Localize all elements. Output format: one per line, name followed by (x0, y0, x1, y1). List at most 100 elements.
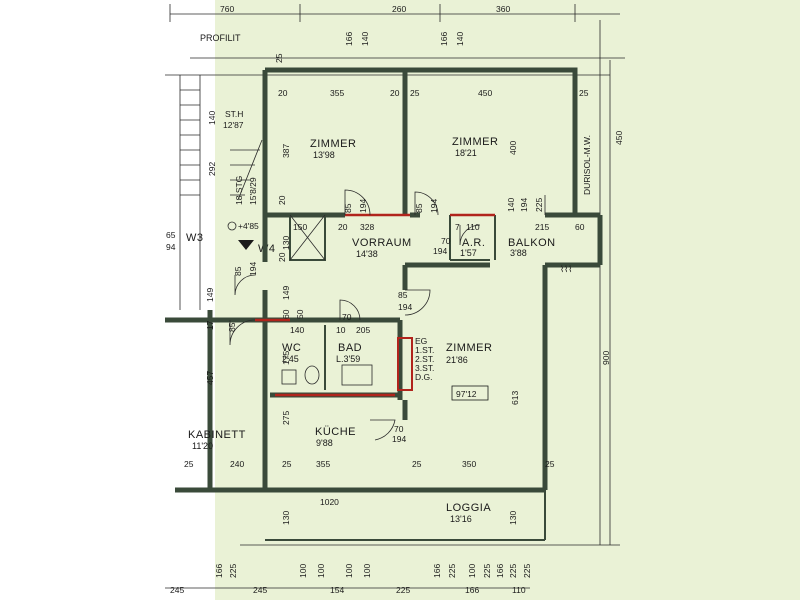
dim-130: 130 (281, 236, 291, 250)
dim-387: 387 (281, 144, 291, 158)
dim-328: 328 (360, 222, 374, 232)
top-dim-260: 260 (392, 4, 406, 14)
total-area-box (451, 385, 489, 401)
dim-140-stair: 140 (207, 111, 217, 125)
dim-110: 110 (466, 222, 480, 232)
room-zimmer-2-label: ZIMMER (452, 136, 498, 148)
dim-355a: 355 (330, 88, 344, 98)
bottom-v-100d: 100 (362, 564, 372, 578)
room-ar-area: 1'57 (460, 248, 477, 258)
dim-25g: 25 (545, 459, 555, 469)
dim-60v: 60 (281, 309, 291, 319)
stair-steps: 18 STG (234, 176, 244, 205)
dim-60: 60 (575, 222, 585, 232)
shaft (289, 214, 326, 261)
room-wc-label: WC (282, 342, 301, 354)
chimney-block (397, 337, 413, 391)
dim-400: 400 (508, 141, 518, 155)
top-dim-360: 360 (496, 4, 510, 14)
durisol-label: DURISOL-M.W. (582, 135, 592, 195)
room-ar-label: A.R. (462, 237, 485, 249)
dim-20e: 20 (277, 252, 287, 262)
room-balkon-label: BALKON (508, 237, 556, 249)
toilet-icon (304, 365, 320, 385)
dim-85a: 85 (343, 203, 353, 213)
dim-1020: 1020 (320, 497, 339, 507)
dim-194b: 194 (429, 199, 439, 213)
sink-icon (281, 369, 297, 385)
bottom-dim-245b: 245 (253, 585, 267, 595)
dim-205: 205 (356, 325, 370, 335)
shaft-cross (289, 214, 326, 261)
level-mark: +4'85 (238, 221, 259, 231)
dim-17: 17 (205, 320, 215, 330)
bottom-v-225: 225 (228, 564, 238, 578)
dim-25b: 25 (410, 88, 420, 98)
room-zimmer-3-area: 21'86 (446, 355, 468, 365)
dim-85c: 85 (233, 266, 243, 276)
level-symbol-icon (227, 221, 237, 231)
bottom-v-166c: 166 (495, 564, 505, 578)
dim-225: 225 (534, 198, 544, 212)
dim-20c: 20 (338, 222, 348, 232)
dim-613: 613 (510, 391, 520, 405)
dim-25e: 25 (282, 459, 292, 469)
triangle-marker-icon (238, 240, 254, 250)
balcony-railing: ⌇⌇⌇ (560, 264, 572, 274)
dim-130b: 130 (508, 511, 518, 525)
room-wc-area: 2'45 (282, 354, 299, 364)
room-bad-area: L.3'59 (336, 354, 360, 364)
room-kabinett-area: 11'20 (192, 441, 213, 451)
bottom-v-100a: 100 (298, 564, 308, 578)
bottom-dim-225: 225 (396, 585, 410, 595)
room-zimmer-1-label: ZIMMER (310, 138, 356, 150)
room-loggia-area: 13'16 (450, 514, 472, 524)
room-bad-label: BAD (338, 342, 362, 354)
dim-50: 50 (295, 309, 305, 319)
sth-label: ST.H (225, 109, 243, 119)
bottom-dim-110: 110 (512, 585, 526, 595)
dim-194c: 194 (433, 246, 447, 256)
bottom-v-225e: 225 (522, 564, 532, 578)
floor-dg: D.G. (415, 372, 432, 382)
dim-140b: 140 (290, 325, 304, 335)
dim-215: 215 (535, 222, 549, 232)
dim-457: 457 (205, 371, 215, 385)
left-mark-94: 94 (166, 242, 176, 252)
dim-194g: 194 (392, 434, 406, 444)
dim-10: 10 (336, 325, 346, 335)
dim-20b: 20 (390, 88, 400, 98)
paper-right (215, 0, 800, 600)
floor-eg: EG (415, 336, 427, 346)
dim-150: 150 (293, 222, 307, 232)
dim-85d: 85 (398, 290, 408, 300)
bottom-v-100c: 100 (344, 564, 354, 578)
top-small-140b: 140 (455, 32, 465, 46)
dim-25a: 25 (274, 53, 284, 63)
dim-20a: 20 (278, 88, 288, 98)
dim-194d: 194 (519, 198, 529, 212)
room-loggia-label: LOGGIA (446, 502, 491, 514)
dim-25c: 25 (579, 88, 589, 98)
profilit-label: PROFILIT (200, 33, 241, 43)
dim-130a: 130 (281, 511, 291, 525)
walls (165, 67, 603, 541)
dim-70b: 70 (441, 236, 451, 246)
stair-dim: 15'8/29 (248, 177, 258, 205)
dim-900: 900 (601, 351, 611, 365)
dim-140a: 140 (506, 198, 516, 212)
dim-70c: 70 (342, 312, 352, 322)
room-balkon-area: 3'88 (510, 248, 527, 258)
dim-149b: 149 (281, 286, 291, 300)
dim-7: 7 (455, 222, 460, 232)
bottom-dim-154: 154 (330, 585, 344, 595)
w3-label: W3 (186, 232, 204, 244)
dim-175: 175 (281, 351, 291, 365)
bottom-v-166b: 166 (432, 564, 442, 578)
bathtub-icon (341, 364, 373, 386)
dim-450: 450 (478, 88, 492, 98)
top-dim-760: 760 (220, 4, 234, 14)
room-kueche-area: 9'88 (316, 438, 333, 448)
room-vorraum-label: VORRAUM (352, 237, 412, 249)
bottom-v-225d: 225 (508, 564, 518, 578)
